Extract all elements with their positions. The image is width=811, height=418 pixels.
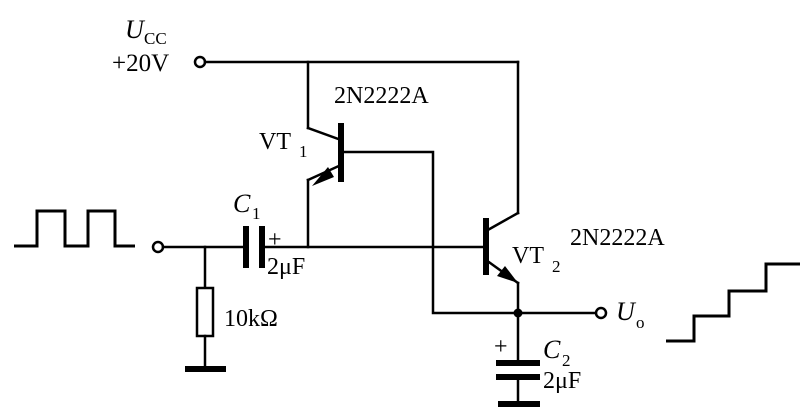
- resistor-10k: [195, 286, 215, 338]
- vt1-emitter-arrow: [312, 167, 334, 186]
- vt1-collector-lead: [306, 126, 343, 142]
- c1-value-label: 2μF: [267, 254, 305, 280]
- vt1-base-to-output-wire: [339, 150, 598, 315]
- vt1-part-number: 2N2222A: [334, 83, 429, 109]
- input-terminal: [151, 240, 165, 254]
- supply-symbol: U: [125, 15, 146, 44]
- input-square-wave-icon: [14, 209, 135, 248]
- supply-symbol-subscript: CC: [144, 29, 167, 48]
- supply-voltage-label: +20V: [112, 50, 169, 77]
- c1-polarity-mark: +: [268, 227, 282, 253]
- supply-terminal: [193, 55, 207, 69]
- output-staircase-wave-icon: [666, 262, 800, 343]
- vt2-emitter-arrow: [497, 266, 518, 283]
- c2-label-subscript: 2: [562, 351, 571, 370]
- c1-label: C: [233, 189, 251, 218]
- vt2-label: VT: [512, 243, 544, 269]
- c1-label-subscript: 1: [252, 204, 261, 223]
- capacitor-c1: [243, 226, 265, 268]
- transistor-vt2: [483, 211, 520, 285]
- resistor-value-label: 10kΩ: [224, 306, 278, 332]
- vt1-label: VT: [259, 129, 291, 155]
- vt2-collector-lead: [484, 211, 520, 233]
- transistor-vt1: [306, 123, 344, 186]
- vt1-label-subscript: 1: [299, 142, 308, 161]
- capacitor-c2: [496, 360, 540, 380]
- c2-value-label: 2μF: [543, 368, 581, 394]
- c2-polarity-mark: +: [494, 334, 508, 360]
- output-symbol-subscript: o: [636, 313, 645, 332]
- vt2-label-subscript: 2: [552, 257, 561, 276]
- output-symbol: U: [616, 297, 637, 326]
- vt2-part-number: 2N2222A: [570, 225, 665, 251]
- output-terminal: [594, 306, 608, 320]
- c2-label: C: [543, 335, 561, 364]
